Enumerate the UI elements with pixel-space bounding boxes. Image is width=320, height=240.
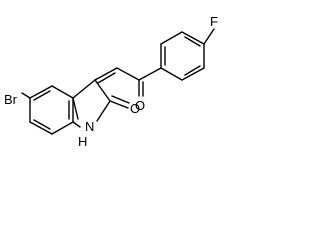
lactam-carbonyl-bond-b	[111, 95, 130, 104]
exocyclic-double-bond-b	[97, 72, 116, 84]
chemical-structure-drawing: F O O N H Br	[4, 14, 218, 149]
ketone-oxygen-label: O	[135, 98, 145, 113]
c-br-bond	[21, 92, 31, 99]
lactam-oxygen-label: O	[130, 101, 140, 116]
fluorophenyl-ring	[160, 31, 205, 81]
exocyclic-double-bond-a	[94, 67, 118, 81]
ring-to-carbonyl-bond	[138, 67, 162, 81]
carbonyl-to-vinyl-bond	[116, 67, 140, 81]
c-f-bond	[203, 28, 215, 45]
lactam-ring	[72, 79, 111, 122]
lactam-carbonyl-bond-a	[109, 100, 129, 109]
fluorine-label: F	[210, 14, 218, 29]
benzo-ring	[29, 85, 81, 135]
bromine-label: Br	[4, 92, 18, 107]
nitrogen-label: N	[85, 119, 94, 134]
hydrogen-label: H	[78, 134, 87, 149]
